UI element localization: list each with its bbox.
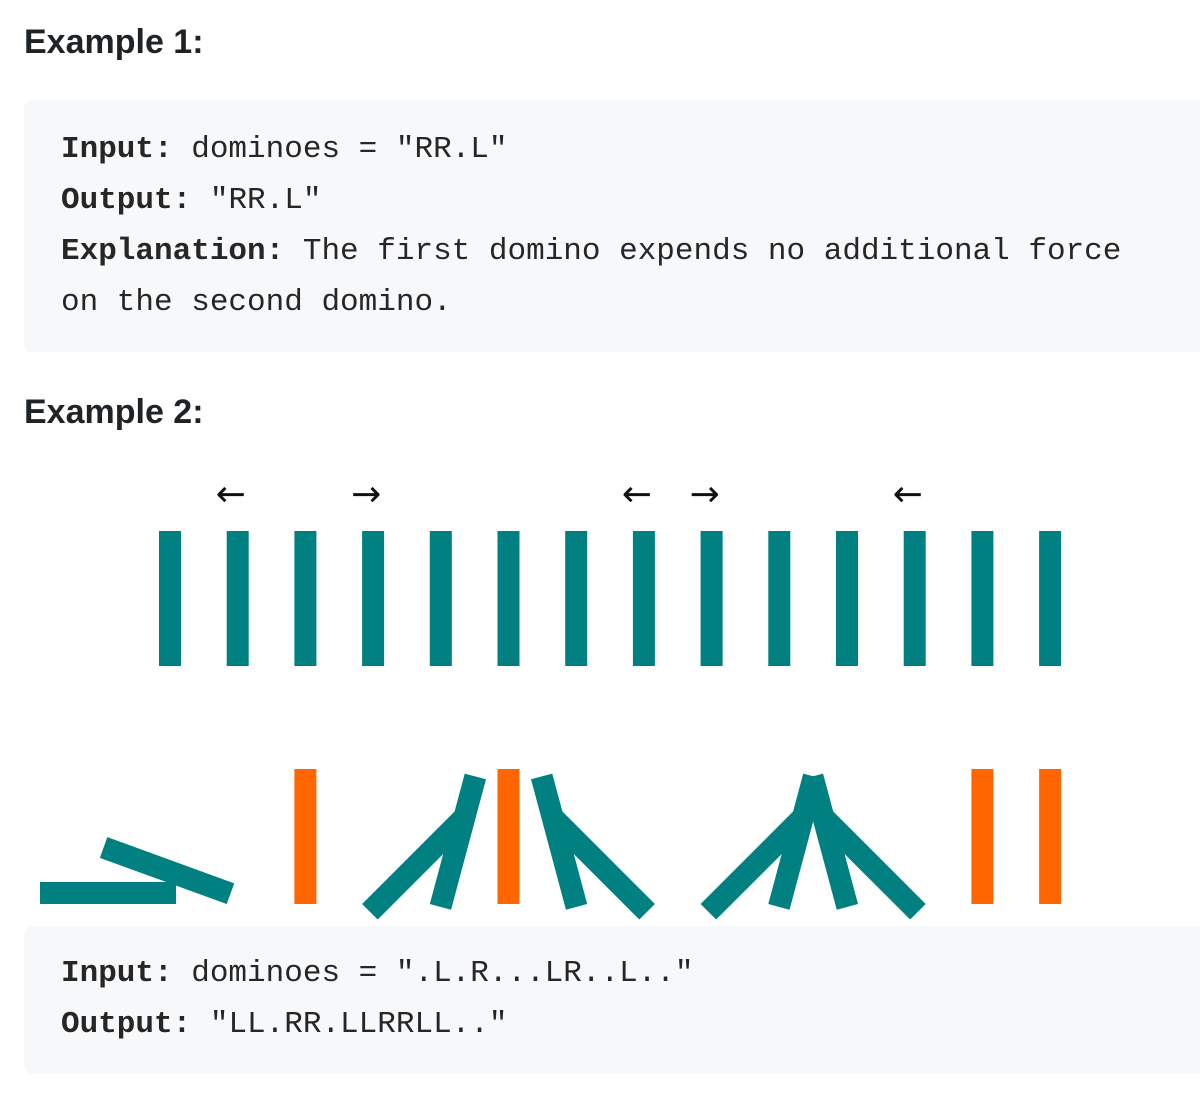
push-left-arrow-icon: ← <box>892 474 923 515</box>
example-1-code-block: Input: dominoes = "RR.L" Output: "RR.L" … <box>24 100 1200 352</box>
initial-domino <box>836 531 858 666</box>
initial-domino <box>429 531 452 666</box>
initial-domino <box>1039 531 1062 666</box>
leaning-domino <box>99 837 235 904</box>
initial-domino <box>971 531 994 666</box>
example-2-output-line: Output: "LL.RR.LLRRLL.." <box>61 1005 508 1045</box>
example-2-code-block: Input: dominoes = ".L.R...LR..L.." Outpu… <box>24 926 1200 1074</box>
balanced-domino <box>497 769 520 904</box>
input-label: Input: <box>61 132 173 167</box>
initial-domino <box>497 531 520 666</box>
balanced-domino <box>971 769 994 904</box>
example-1-explanation-line: Explanation: The first domino expends no… <box>61 232 1121 272</box>
input-label: Input: <box>61 956 173 991</box>
leaning-left-domino <box>801 773 859 910</box>
output-value: "RR.L" <box>191 183 322 218</box>
example-1-explanation-line-2: on the second domino. <box>61 283 452 323</box>
push-left-arrow-icon: ← <box>215 474 246 515</box>
leaning-right-domino <box>700 808 812 920</box>
output-value: "LL.RR.LLRRLL.." <box>191 1007 508 1042</box>
initial-domino <box>159 531 181 666</box>
output-label: Output: <box>61 183 192 218</box>
balanced-domino <box>294 769 317 904</box>
leaning-left-domino <box>543 808 655 920</box>
example-1-heading: Example 1: <box>24 23 204 61</box>
initial-domino <box>632 531 655 666</box>
output-label: Output: <box>61 1007 192 1042</box>
initial-domino <box>565 531 588 666</box>
input-value: dominoes = ".L.R...LR..L.." <box>172 956 694 991</box>
explanation-value: The first domino expends no additional f… <box>284 234 1122 269</box>
explanation-label: Explanation: <box>61 234 285 269</box>
leaning-left-domino <box>531 773 588 910</box>
leaning-right-domino <box>362 808 474 920</box>
initial-dominoes-row <box>159 531 1062 666</box>
initial-domino <box>700 531 723 666</box>
example-1-output-line: Output: "RR.L" <box>61 181 321 221</box>
initial-domino <box>903 531 926 666</box>
fallen-domino <box>40 882 176 904</box>
initial-domino <box>768 531 791 666</box>
example-2-heading: Example 2: <box>24 393 204 431</box>
initial-domino <box>226 531 249 666</box>
example-2-input-line: Input: dominoes = ".L.R...LR..L.." <box>61 954 694 994</box>
push-right-arrow-icon: → <box>351 474 382 515</box>
domino-illustration <box>40 531 1062 920</box>
push-right-arrow-icon: → <box>689 474 720 515</box>
input-value: dominoes = "RR.L" <box>172 132 508 167</box>
example-1-input-line: Input: dominoes = "RR.L" <box>61 130 507 170</box>
balanced-domino <box>1039 769 1062 904</box>
push-left-arrow-icon: ← <box>621 474 653 515</box>
leaning-left-domino <box>814 808 926 920</box>
initial-domino <box>294 531 317 666</box>
initial-domino <box>362 531 385 666</box>
explanation-value-continued: on the second domino. <box>61 285 452 320</box>
leaning-right-domino <box>429 773 486 910</box>
final-dominoes-row <box>40 769 1062 920</box>
